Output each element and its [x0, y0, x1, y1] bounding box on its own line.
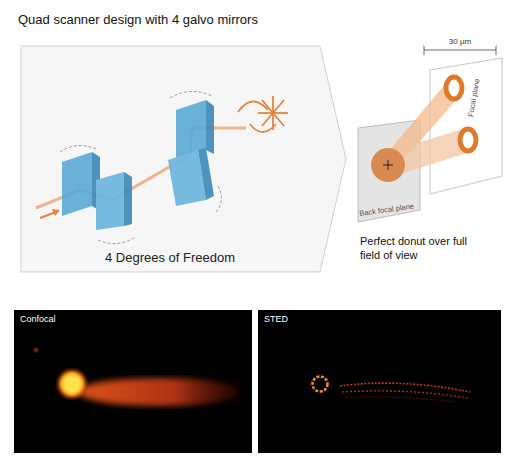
node-shape: [428, 56, 504, 196]
confocal-signal: [34, 348, 242, 406]
focal-donut: [446, 77, 476, 151]
node-text: STED: [264, 314, 288, 324]
confocal-image: Confocal: [14, 310, 252, 453]
dimension-line: [424, 45, 496, 55]
focal-plane: Focal plane: [428, 56, 504, 196]
node-text: 4 Degrees of Freedom: [20, 250, 320, 265]
node-text: Confocal: [20, 314, 56, 324]
bfp-donut: [371, 148, 405, 182]
title: Quad scanner design with 4 galvo mirrors: [18, 12, 418, 27]
galvo-mirror: [62, 100, 214, 230]
laser-beam: [36, 128, 246, 218]
beam-cone: [388, 76, 470, 178]
panel-outline: [21, 46, 346, 272]
scanner-panel: 4 Degrees of Freedom: [20, 45, 348, 273]
plane-outline: [430, 58, 502, 194]
label-text: Perfect donut over full field of view: [360, 234, 490, 262]
sted-image: STED: [258, 310, 501, 453]
sted-signal: [313, 377, 471, 403]
node-shape: [20, 45, 348, 273]
label-text: 30 µm: [424, 37, 496, 46]
plane-outline: [358, 120, 420, 222]
motion-arrows: [238, 96, 288, 132]
rotation-arc: [60, 91, 222, 243]
back-focal-plane: Back focal plane: [356, 118, 422, 224]
